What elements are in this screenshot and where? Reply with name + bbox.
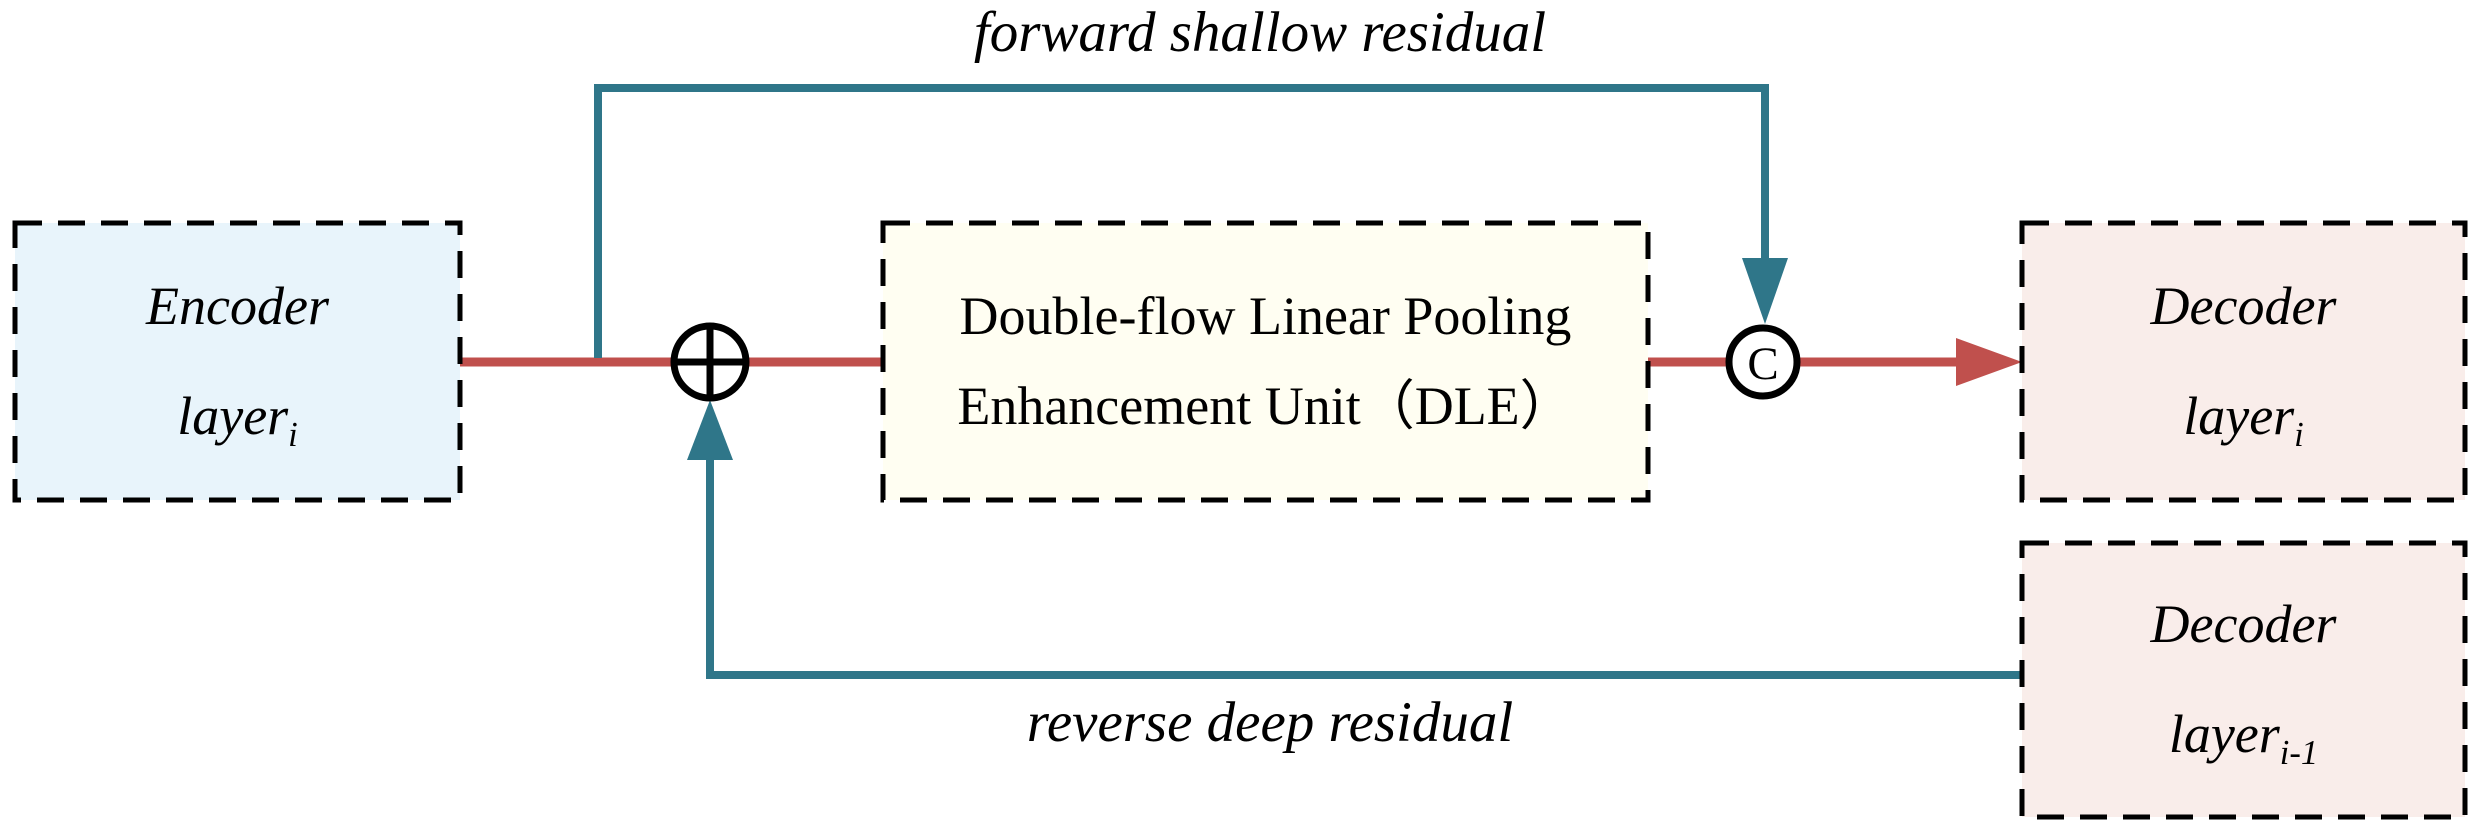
red-arrowhead-icon bbox=[1956, 338, 2022, 386]
dle-unit-box bbox=[880, 220, 1651, 503]
encoder-layer-index: layeri bbox=[177, 385, 298, 454]
add-symbol-icon bbox=[670, 322, 750, 402]
decoder-bottom-title: Decoder bbox=[2150, 594, 2337, 655]
decoder-layer-i-text: Decoder layeri bbox=[2022, 223, 2465, 500]
encoder-title: Encoder bbox=[146, 275, 329, 336]
reverse-residual-label: reverse deep residual bbox=[1026, 691, 1514, 754]
reverse-residual-arrowhead-icon bbox=[687, 400, 733, 460]
decoder-layer-i-box bbox=[2019, 220, 2468, 503]
concat-symbol-letter: C bbox=[1747, 338, 1778, 390]
decoder-top-title: Decoder bbox=[2150, 275, 2337, 336]
dle-title-line1: Double-flow Linear Pooling bbox=[959, 285, 1572, 346]
forward-residual-path bbox=[594, 84, 1769, 358]
encoder-layer-box bbox=[12, 220, 463, 503]
encoder-layer-text: Encoder layeri bbox=[15, 223, 460, 500]
decoder-layer-i-1-text: Decoder layeri-1 bbox=[2022, 543, 2465, 817]
reverse-residual-path bbox=[706, 458, 2022, 679]
dle-title-line2: Enhancement Unit（DLE） bbox=[957, 375, 1574, 436]
forward-residual-label: forward shallow residual bbox=[973, 1, 1547, 64]
dle-unit-text: Double-flow Linear Pooling Enhancement U… bbox=[883, 223, 1648, 500]
decoder-bottom-layer-index: layeri-1 bbox=[2168, 704, 2319, 772]
forward-residual-arrowhead-icon bbox=[1742, 258, 1788, 324]
concat-symbol-icon: C bbox=[1725, 324, 1801, 400]
decoder-layer-i-1-box bbox=[2019, 540, 2468, 820]
decoder-top-layer-index: layeri bbox=[2183, 385, 2304, 454]
